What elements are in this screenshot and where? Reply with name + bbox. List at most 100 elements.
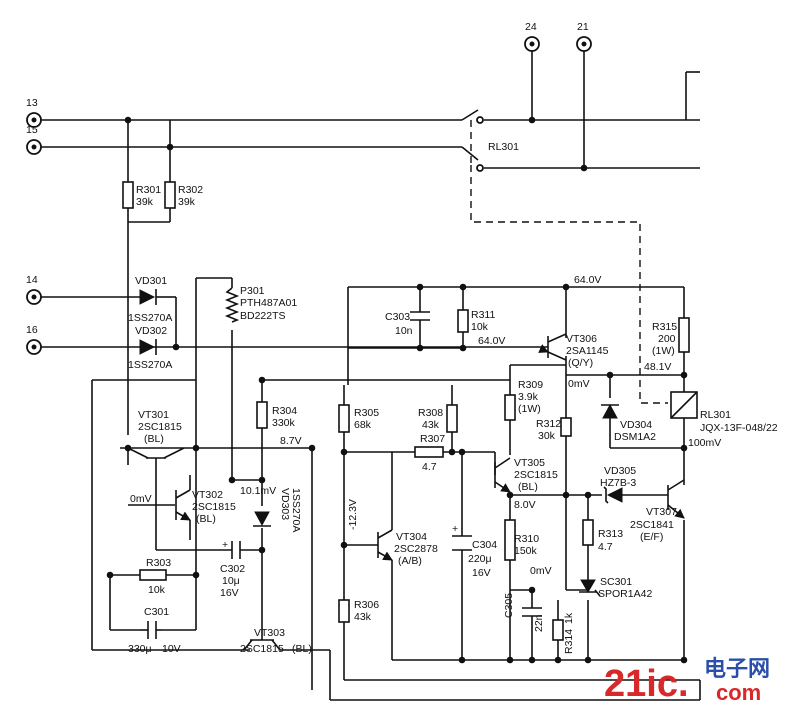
svg-text:21: 21 [577,21,589,33]
svg-text:24: 24 [525,21,537,33]
junction-dots [106,116,688,664]
svg-text:R304: R304 [272,405,297,417]
resistor-r307: R307 4.7 [414,433,445,473]
svg-text:0mV: 0mV [568,378,590,390]
svg-text:(Q/Y): (Q/Y) [568,357,593,369]
svg-text:2SC1815: 2SC1815 [514,469,558,481]
svg-text:4.7: 4.7 [598,541,613,553]
svg-text:2SC2878: 2SC2878 [394,543,438,555]
terminal-16: 16 [26,324,42,355]
svg-text:VT305: VT305 [514,457,545,469]
ptc-p301: P301 PTH487A01 BD222TS [224,285,297,323]
svg-text:R307: R307 [420,433,445,445]
svg-text:RL301: RL301 [488,141,519,153]
svg-text:电子网: 电子网 [704,656,770,681]
svg-text:DSM1A2: DSM1A2 [614,431,656,443]
resistor-r314: R314 1k [552,612,575,654]
svg-text:VD304: VD304 [620,419,652,431]
svg-text:R309: R309 [518,379,543,391]
svg-text:30k: 30k [538,430,556,442]
svg-text:P301: P301 [240,285,265,297]
svg-text:43k: 43k [422,419,440,431]
svg-text:VD303: VD303 [279,488,291,520]
svg-text:64.0V: 64.0V [478,335,505,347]
svg-text:-12.3V: -12.3V [347,499,359,530]
svg-text:150k: 150k [514,545,538,557]
svg-text:15: 15 [26,124,38,136]
svg-text:+: + [452,523,458,535]
svg-text:+: + [222,539,228,551]
svg-text:39k: 39k [136,196,154,208]
capacitor-c303: C303 10n [385,311,430,337]
svg-text:JQX-13F-048/22: JQX-13F-048/22 [700,422,778,434]
svg-text:64.0V: 64.0V [574,274,601,286]
svg-text:VD301: VD301 [135,275,167,287]
svg-text:2SC1815: 2SC1815 [192,501,236,513]
relay-contact-rl301: RL301 [476,116,519,172]
resistor-r312: R312 30k [536,417,572,442]
diode-vd302: VD302 1SS270A [128,325,172,371]
resistor-r313: R313 4.7 [582,519,623,553]
svg-text:3.9k: 3.9k [518,391,539,403]
svg-text:2SC1841: 2SC1841 [630,519,674,531]
zener-vd305: VD305 HZ7B-3 [600,465,636,504]
transistor-vt307: VT307 2SC1841 (E/F) [630,479,685,543]
diode-vd304: VD304 DSM1A2 [601,403,656,443]
capacitor-c304: + C304 220μ 16V [452,523,497,579]
svg-text:R310: R310 [514,533,539,545]
svg-text:10k: 10k [148,584,166,596]
svg-text:22n: 22n [533,614,545,632]
svg-text:VD302: VD302 [135,325,167,337]
svg-text:330k: 330k [272,417,296,429]
svg-text:R315: R315 [652,321,677,333]
resistor-r309: R309 3.9k (1W) [504,379,543,421]
svg-text:(1W): (1W) [518,403,541,415]
svg-text:R313: R313 [598,528,623,540]
svg-text:48.1V: 48.1V [644,361,671,373]
svg-text:VD305: VD305 [604,465,636,477]
svg-text:220μ: 220μ [468,553,492,565]
svg-text:10V: 10V [162,643,181,655]
svg-text:(BL): (BL) [196,513,216,525]
diode-vd303: VD303 1SS270A [253,488,302,532]
resistor-r306: R306 43k [338,599,379,623]
capacitor-c301: C301 330μ 10V [128,606,181,655]
svg-text:1SS270A: 1SS270A [128,312,172,324]
diode-vd301: VD301 1SS270A [128,275,172,324]
terminal-13: 13 [26,97,42,128]
svg-text:8.0V: 8.0V [514,499,536,511]
svg-text:100mV: 100mV [688,437,721,449]
svg-text:8.7V: 8.7V [280,435,302,447]
terminal-24: 24 [524,21,540,52]
svg-text:10μ: 10μ [222,575,240,587]
svg-text:10k: 10k [471,321,489,333]
svg-text:R314: R314 [563,629,575,654]
svg-text:VT307: VT307 [646,506,677,518]
voltage-labels: 64.0V 64.0V 0mV 48.1V 100mV 8.7V 10.1mV … [130,274,721,577]
svg-text:14: 14 [26,274,38,286]
svg-text:C305: C305 [503,593,515,618]
svg-text:SPOR1A42: SPOR1A42 [598,588,652,600]
svg-text:com: com [716,680,761,705]
svg-text:(BL): (BL) [292,643,312,655]
svg-text:13: 13 [26,97,38,109]
svg-text:VT302: VT302 [192,489,223,501]
terminal-21: 21 [576,21,592,52]
svg-text:PTH487A01: PTH487A01 [240,297,297,309]
svg-text:1k: 1k [563,612,575,624]
capacitor-c302: + C302 10μ 16V [220,539,245,599]
transistor-vt306: VT306 2SA1145 (Q/Y) [538,333,609,369]
terminal-14: 14 [26,274,42,305]
svg-text:1SS270A: 1SS270A [128,359,172,371]
resistor-r315: R315 200 (1W) [652,317,690,357]
transistor-vt301: VT301 2SC1815 (BL) [127,409,185,459]
svg-text:1SS270A: 1SS270A [290,488,302,532]
svg-text:(BL): (BL) [518,481,538,493]
svg-text:R302: R302 [178,184,203,196]
svg-text:VT301: VT301 [138,409,169,421]
svg-text:16V: 16V [472,567,491,579]
svg-text:C301: C301 [144,606,169,618]
thyristor-sc301: SC301 SPOR1A42 [579,576,652,600]
svg-text:43k: 43k [354,611,372,623]
